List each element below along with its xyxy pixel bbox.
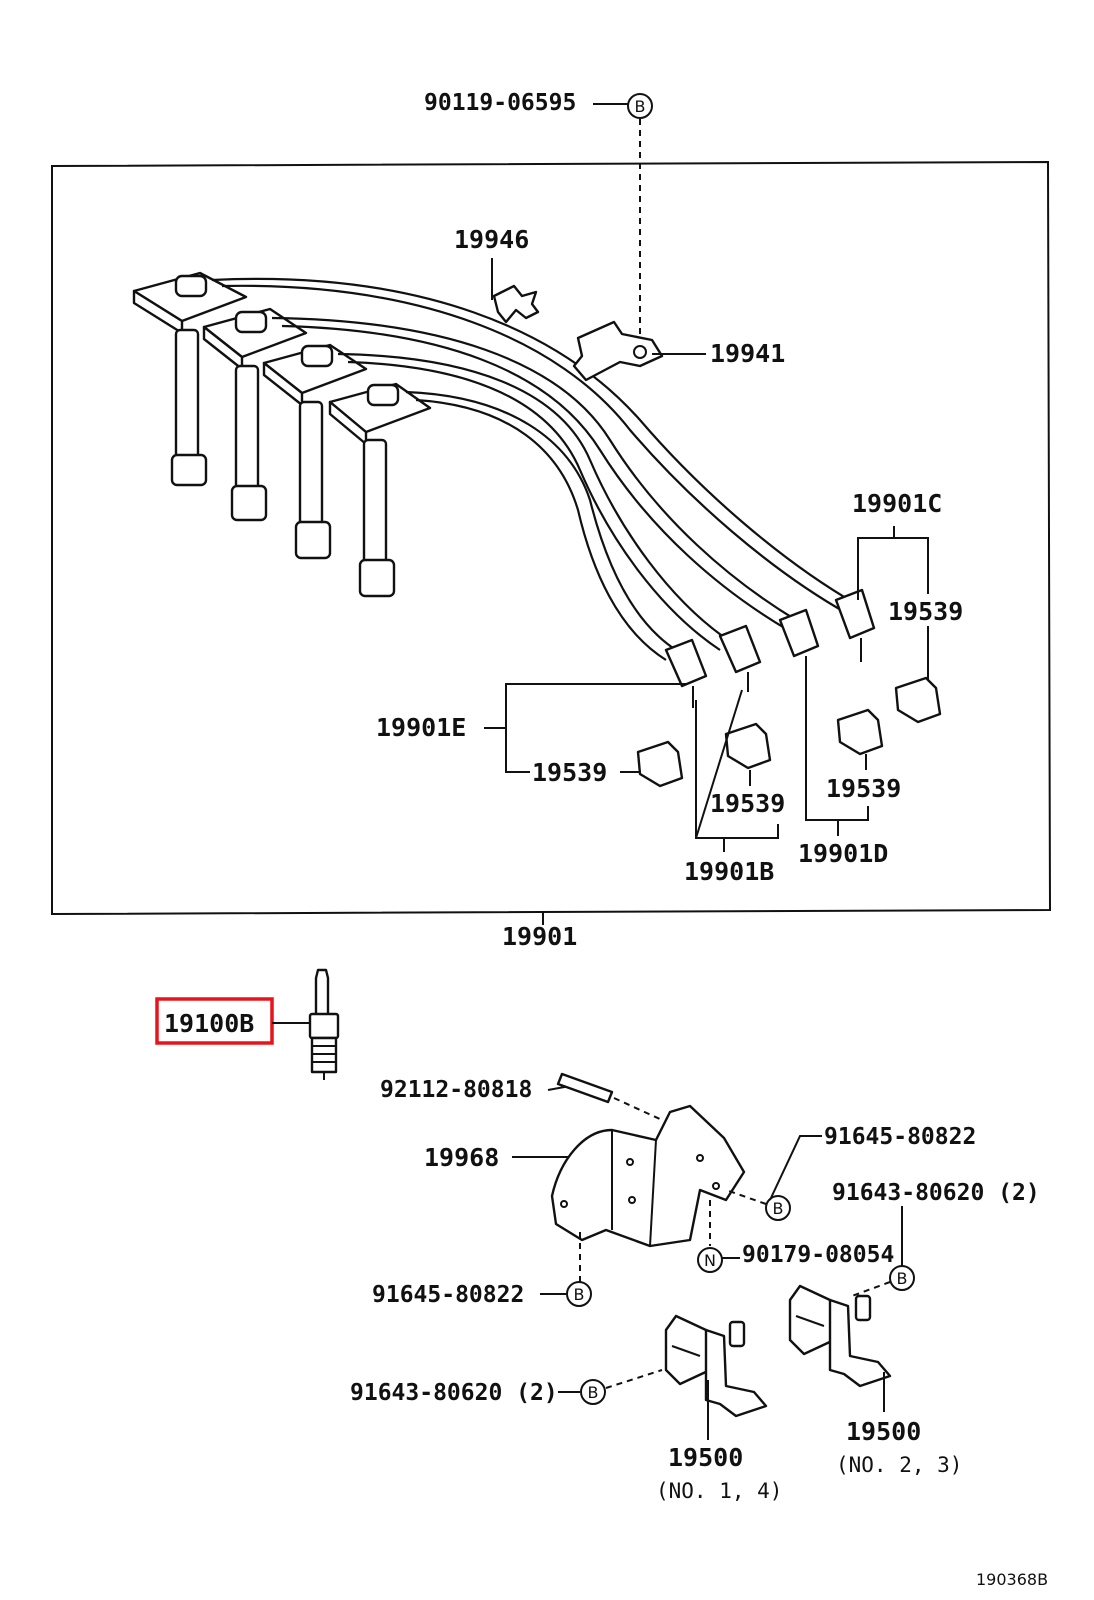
bracket-clamp-drawing [572,320,664,382]
part-label-cord-set[interactable]: 19901 [502,922,577,951]
fastener-b-icon [580,1379,606,1405]
coil-14-note: (NO. 1, 4) [656,1479,782,1503]
bracket-clamp-callout[interactable]: 19941 [572,320,785,382]
clamp-callout[interactable]: 19946 [454,225,540,324]
part-label-bracket[interactable]: 19968 [424,1143,499,1172]
cord-set-frame: 19901 [51,160,1052,951]
cord-e-callout[interactable]: 19901E [376,683,686,773]
part-label-nut[interactable]: 90179-08054 [742,1242,894,1268]
fastener-b-icon [627,93,653,119]
part-label-bracket-clamp[interactable]: 19941 [710,339,785,368]
fastener-code: B [588,1383,599,1402]
coil-14-drawing [664,1314,768,1418]
part-label-boot-4[interactable]: 19539 [826,774,901,803]
bolt-coil-right-callout[interactable]: 91643-80620 (2) B [832,1180,1040,1297]
bolt-right-callout[interactable]: 91645-80822 B [725,1124,976,1221]
cord-d-callout[interactable]: 19901D [798,676,888,868]
part-label-boot-3[interactable]: 19539 [710,789,785,818]
fastener-b-icon [765,1195,791,1221]
cord-b-callout[interactable]: 19901B [684,689,779,886]
cord-coil-ends-drawing [132,271,432,598]
part-label-bolt-right[interactable]: 91645-80822 [824,1124,976,1150]
part-label-cord-b[interactable]: 19901B [684,857,774,886]
fastener-code: N [704,1251,716,1270]
bolt-coil-left-callout[interactable]: 91643-80620 (2) B [350,1369,663,1406]
boot-2-callout[interactable]: 19539 [532,758,640,787]
coil-23-drawing [788,1284,892,1388]
ignition-wires-drawing [211,277,857,661]
part-label-bolt-coil-left[interactable]: 91643-80620 (2) [350,1380,558,1406]
boot-4-callout[interactable]: 19539 [826,754,901,803]
boot-1-callout[interactable]: 19539 [888,597,963,680]
coil-23-callout[interactable]: 19500 (NO. 2, 3) [836,1372,962,1477]
part-label-clamp[interactable]: 19946 [454,225,529,254]
bolt-top-callout[interactable]: 90119-06595 B [424,90,653,345]
coil-14-callout[interactable]: 19500 (NO. 1, 4) [656,1380,782,1503]
part-label-spark-plug[interactable]: 19100B [164,1009,254,1038]
fastener-b-icon [889,1265,915,1291]
part-label-stud[interactable]: 92112-80818 [380,1077,532,1103]
part-label-coil-23[interactable]: 19500 [846,1417,921,1446]
boot-3-callout[interactable]: 19539 [710,770,785,818]
coil-23-note: (NO. 2, 3) [836,1453,962,1477]
fastener-code: B [773,1199,784,1218]
fastener-code: B [897,1269,908,1288]
highlight-box [155,997,274,1045]
fastener-code: B [574,1285,585,1304]
part-label-cord-c[interactable]: 19901C [852,489,942,518]
bolt-left-callout[interactable]: 91645-80822 B [372,1230,592,1308]
stud-drawing [556,1072,614,1104]
bracket-callout[interactable]: 19968 [424,1143,574,1172]
part-label-cord-d[interactable]: 19901D [798,839,888,868]
part-label-boot-1[interactable]: 19539 [888,597,963,626]
nut-callout[interactable]: N 90179-08054 [697,1200,894,1273]
part-label-cord-e[interactable]: 19901E [376,713,466,742]
cord-distributor-ends-drawing [664,588,876,708]
boots-drawing [636,676,942,788]
cord-c-callout[interactable]: 19901C [852,489,942,600]
bracket-drawing [550,1104,746,1248]
part-label-bolt-top[interactable]: 90119-06595 [424,90,576,116]
clamp-drawing [492,284,540,324]
stud-callout[interactable]: 92112-80818 [380,1072,663,1121]
spark-plug-drawing [308,968,340,1080]
fastener-n-icon [697,1247,723,1273]
fastener-code: B [635,97,646,116]
part-label-bolt-left[interactable]: 91645-80822 [372,1282,524,1308]
drawing-reference: 190368B [976,1570,1048,1589]
part-label-coil-14[interactable]: 19500 [668,1443,743,1472]
part-label-bolt-coil-right[interactable]: 91643-80620 (2) [832,1180,1040,1206]
spark-plug-callout[interactable]: 19100B [155,997,310,1045]
part-label-boot-2[interactable]: 19539 [532,758,607,787]
